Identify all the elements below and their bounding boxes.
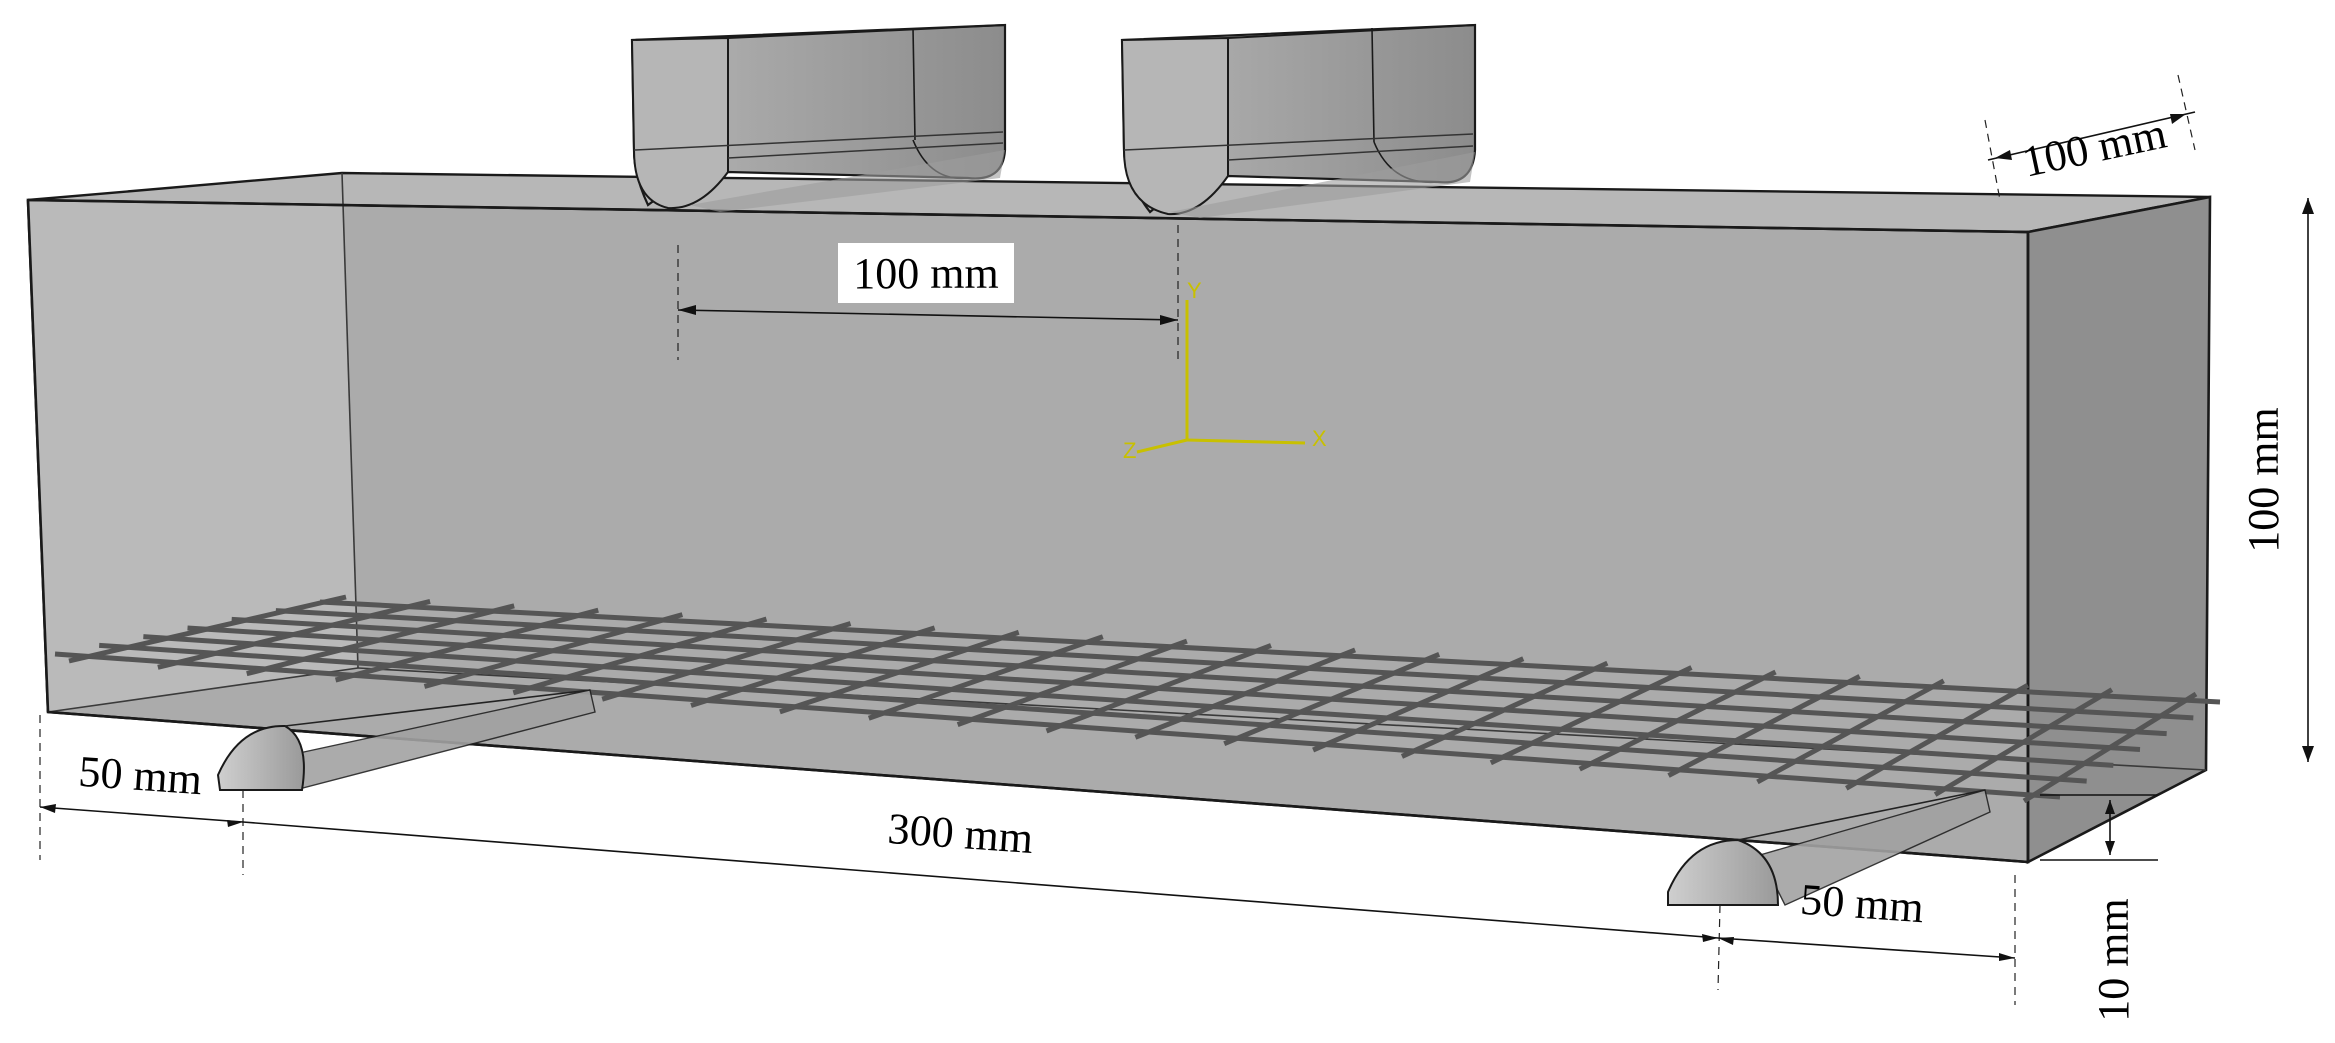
mesh-bar	[1312, 656, 1525, 753]
mesh-bar	[956, 638, 1188, 727]
mesh-bar	[1489, 665, 1693, 766]
dimension-span: 300 mm	[242, 804, 2016, 1005]
mesh-bar	[2022, 691, 2198, 804]
dimension-overhang-right: 50 mm	[1717, 875, 2016, 961]
y-axis-label: Y	[1187, 278, 1202, 303]
x-axis-label: X	[1312, 426, 1327, 451]
mesh-bar	[1578, 669, 1777, 772]
beam-left-region	[28, 173, 358, 712]
mesh-bar	[1756, 678, 1945, 785]
mesh-bar	[423, 612, 684, 689]
overhang-right-label: 50 mm	[1799, 875, 1926, 932]
load-cylinder-left	[630, 23, 1007, 210]
mesh-bar	[231, 616, 2167, 737]
mesh-bar	[275, 608, 2194, 721]
mesh-bar	[68, 594, 347, 664]
load-cylinder-right	[1120, 23, 1477, 216]
mesh-bar	[1134, 647, 1357, 740]
mesh-bar	[246, 603, 515, 677]
mesh-bar	[690, 625, 936, 708]
dimension-width: 100 mm	[1984, 74, 2196, 201]
support-left	[216, 689, 596, 791]
mesh-bar	[334, 607, 599, 683]
beam-back-vertical-edge	[341, 172, 359, 669]
mesh-bar	[601, 621, 852, 702]
cover-label: 10 mm	[2089, 898, 2138, 1021]
support-right	[1667, 789, 1991, 906]
beam-back-bottom-edge	[47, 667, 359, 713]
dimension-load-spacing: 100 mm	[677, 225, 1179, 360]
mesh-bar	[1223, 652, 1441, 747]
mesh-bar	[1045, 643, 1272, 734]
mesh-bar	[1933, 687, 2114, 797]
beam-front-top-edge	[27, 198, 2029, 234]
x-axis-line	[1186, 438, 1306, 445]
span-label: 300 mm	[886, 804, 1035, 863]
mesh-bar	[779, 629, 1020, 715]
load-shadow-right	[1170, 152, 1475, 218]
mesh-bar	[1667, 674, 1861, 778]
z-axis-line	[1136, 438, 1188, 454]
width-label: 100 mm	[2018, 108, 2170, 186]
mesh-bar	[512, 616, 768, 696]
mesh-bar	[1400, 660, 1609, 759]
dimension-cover: 10 mm	[2040, 794, 2158, 1022]
load-spacing-label: 100 mm	[853, 249, 998, 298]
mesh-bar	[319, 599, 2221, 705]
overhang-left-label: 50 mm	[77, 747, 204, 804]
mesh-bar	[1845, 683, 2030, 791]
dimension-height: 100 mm	[2239, 198, 2314, 762]
height-label: 100 mm	[2239, 407, 2288, 552]
reinforcement-mesh	[54, 594, 2221, 804]
mesh-bar	[157, 598, 431, 670]
mesh-bar	[867, 634, 1104, 721]
z-axis-label: Z	[1123, 438, 1136, 463]
beam-front-left-edge	[26, 199, 50, 713]
dimension-overhang-left: 50 mm	[39, 715, 244, 875]
coordinate-axes: Y X Z	[1123, 278, 1327, 463]
load-shadow-left	[690, 150, 1005, 212]
